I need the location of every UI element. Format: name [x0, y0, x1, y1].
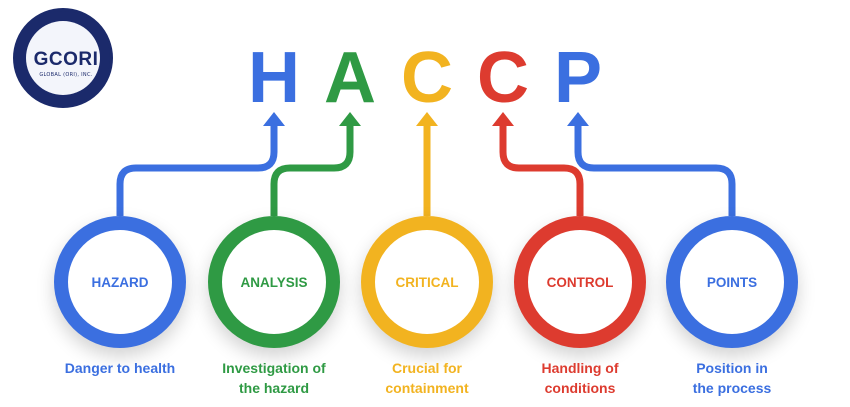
connector-control [499, 122, 584, 216]
ring-hazard: HAZARD [54, 216, 186, 348]
ring-label-critical: CRITICAL [395, 274, 459, 290]
letter-critical: C [401, 38, 453, 118]
ring-label-points: POINTS [706, 274, 758, 290]
ring-label-analysis: ANALYSIS [240, 274, 308, 290]
logo-subtext: GLOBAL (ORI), INC. [39, 72, 93, 78]
logo-text: GCORI [33, 49, 99, 70]
letter-control: C [477, 38, 529, 118]
ring-critical: CRITICAL [361, 216, 493, 348]
connector-hazard [116, 122, 278, 216]
connector-analysis [270, 122, 354, 216]
logo-inner-disc [26, 21, 100, 95]
description-critical: Crucial for containment [385, 360, 469, 396]
letter-points: P [553, 38, 603, 118]
gcori-logo: GCORI GLOBAL (ORI), INC. [13, 8, 113, 108]
arrowhead-critical [416, 112, 438, 126]
ring-control: CONTROL [514, 216, 646, 348]
arrowhead-hazard [263, 112, 285, 126]
arrowhead-points [567, 112, 589, 126]
ring-label-control: CONTROL [546, 274, 614, 290]
connector-points [574, 122, 736, 216]
letter-hazard: H [248, 38, 300, 118]
description-hazard: Danger to health [64, 360, 176, 376]
description-analysis: Investigation of the hazard [222, 360, 326, 396]
arrowhead-control [492, 112, 514, 126]
description-control: Handling of conditions [541, 360, 619, 396]
ring-label-hazard: HAZARD [91, 274, 149, 290]
ring-analysis: ANALYSIS [208, 216, 340, 348]
arrowhead-analysis [339, 112, 361, 126]
ring-points: POINTS [666, 216, 798, 348]
letter-analysis: A [324, 38, 376, 118]
description-points: Position in the process [692, 360, 772, 396]
